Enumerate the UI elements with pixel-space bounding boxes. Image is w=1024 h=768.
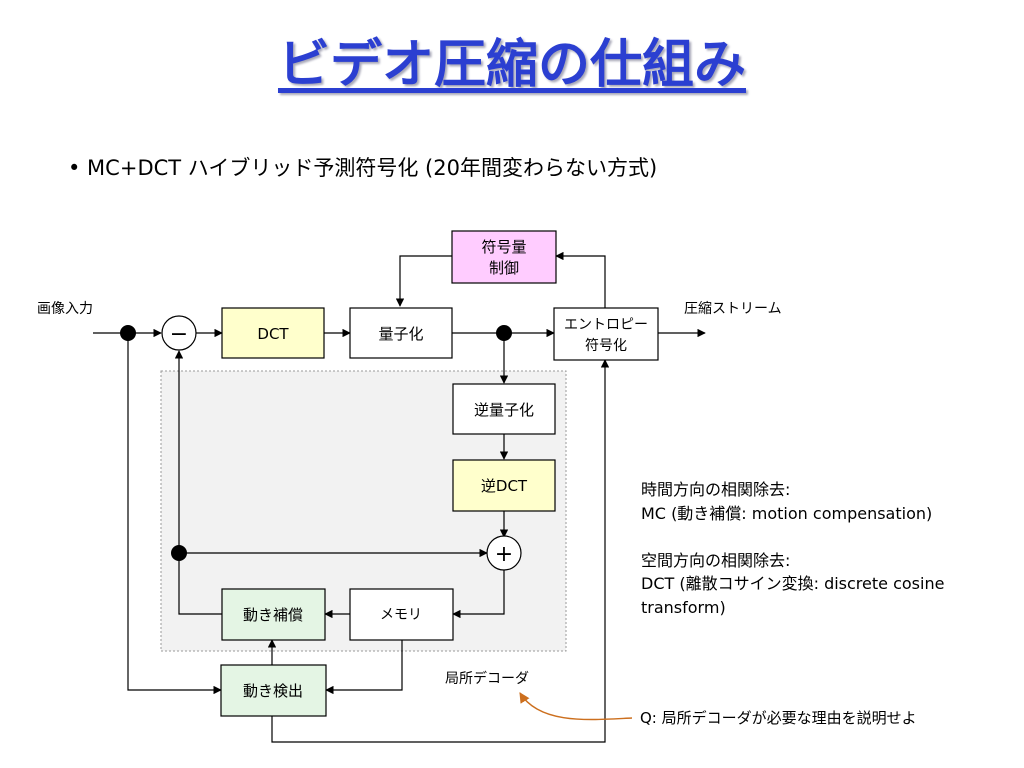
subtract-node: −: [161, 315, 197, 351]
motion-estimation-label: 動き検出: [243, 682, 303, 700]
memory-block: メモリ: [349, 588, 454, 641]
dct-label: DCT: [257, 325, 289, 343]
local-decoder-label: 局所デコーダ: [445, 670, 529, 687]
output-label: 圧縮ストリーム: [684, 301, 782, 317]
question-pointer-arrow: [519, 692, 633, 721]
inverse-dct-label: 逆DCT: [481, 477, 528, 495]
quantize-label: 量子化: [378, 325, 423, 343]
bullet-point: • MC+DCT ハイブリッド予測符号化 (20年間変わらない方式): [68, 156, 658, 180]
entropy-label-line1: エントロピー: [564, 317, 648, 333]
inverse-dct-block: 逆DCT: [452, 459, 556, 512]
inverse-quantize-label: 逆量子化: [474, 401, 534, 419]
adder-node: +: [486, 535, 522, 571]
temporal-heading: 時間方向の相関除去:: [641, 480, 791, 499]
dct-block: DCT: [221, 307, 325, 359]
quantize-block: 量子化: [349, 307, 453, 359]
connection-lines: [93, 251, 706, 743]
prediction-junction-dot: [171, 545, 187, 561]
temporal-text: MC (動き補償: motion compensation): [641, 503, 933, 523]
rate-control-block: 符号量 制御: [451, 230, 557, 284]
spatial-text: DCT (離散コサイン変換: discrete cosine transform…: [641, 574, 945, 617]
rate-control-label-line2: 制御: [489, 259, 519, 277]
motion-estimation-block: 動き検出: [220, 664, 327, 717]
question-text: Q: 局所デコーダが必要な理由を説明せよ: [640, 709, 917, 727]
quant-junction-dot: [496, 325, 512, 341]
input-label: 画像入力: [37, 301, 93, 317]
add-symbol: +: [495, 542, 513, 567]
notes-panel: 時間方向の相関除去: MC (動き補償: motion compensation…: [641, 478, 1011, 619]
entropy-label-line2: 符号化: [585, 338, 627, 354]
spatial-heading: 空間方向の相関除去:: [641, 550, 791, 570]
motion-compensation-label: 動き補償: [243, 606, 303, 624]
slide-title: ビデオ圧縮の仕組み: [277, 35, 746, 95]
memory-label: メモリ: [380, 607, 422, 623]
motion-compensation-block: 動き補償: [221, 588, 326, 641]
input-junction-dot: [120, 325, 136, 341]
entropy-coding-block: エントロピー 符号化: [553, 307, 659, 361]
subtract-symbol: −: [170, 322, 188, 347]
rate-control-label-line1: 符号量: [481, 238, 526, 256]
inverse-quantize-block: 逆量子化: [452, 383, 556, 435]
